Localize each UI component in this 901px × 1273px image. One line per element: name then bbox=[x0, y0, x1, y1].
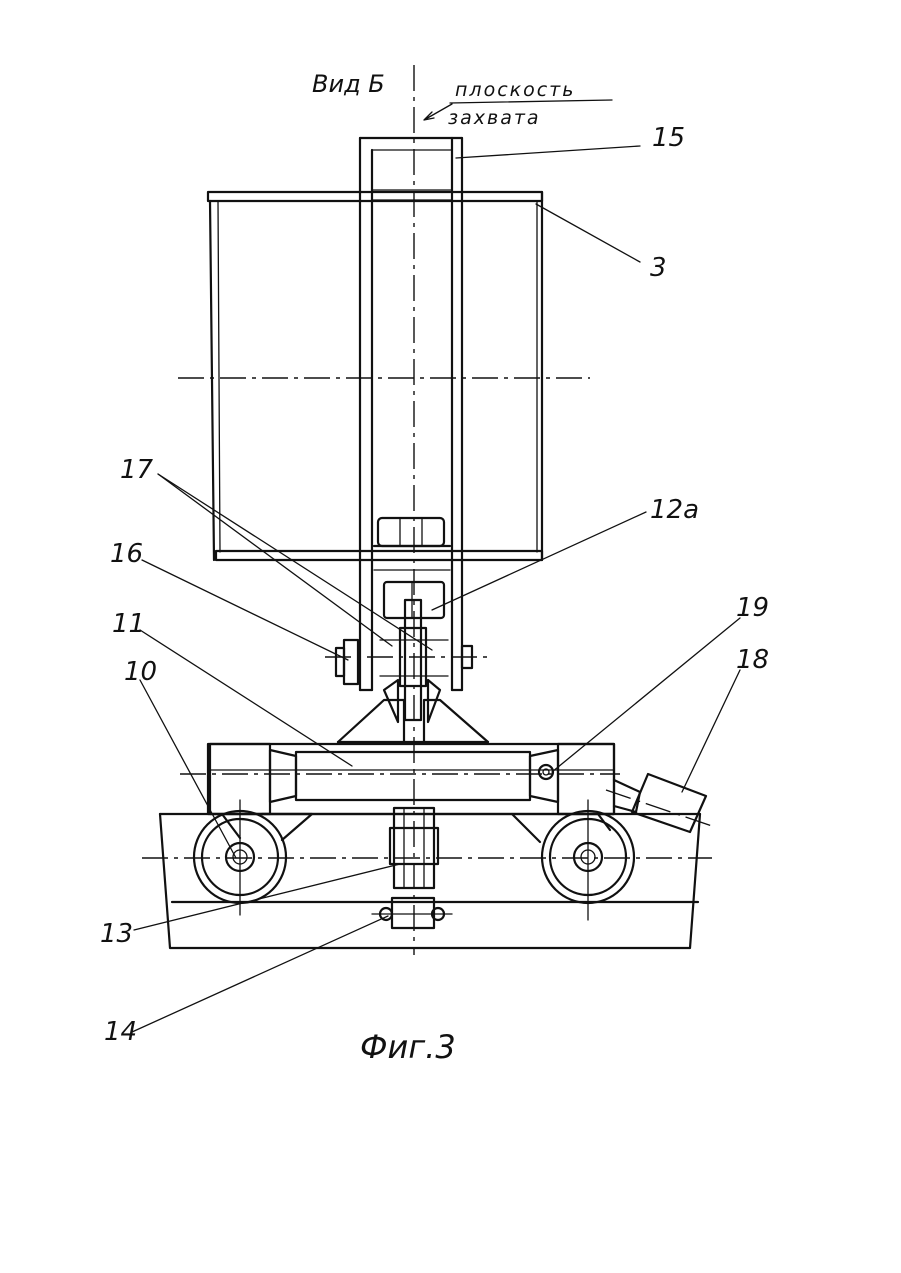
label-19: 19 bbox=[736, 593, 769, 623]
left-wheel bbox=[194, 800, 312, 915]
figure-caption: Фиг.3 bbox=[360, 1028, 456, 1066]
label-15: 15 bbox=[652, 123, 685, 153]
label-16: 16 bbox=[110, 539, 143, 569]
label-12a: 12а bbox=[650, 495, 699, 525]
view-title: Вид Б bbox=[312, 70, 385, 98]
plane-label-line1: плоскость bbox=[455, 79, 575, 101]
label-10: 10 bbox=[124, 657, 157, 687]
label-17: 17 bbox=[120, 455, 154, 485]
label-3: 3 bbox=[650, 253, 667, 283]
clamp-jaws bbox=[374, 518, 450, 618]
label-18: 18 bbox=[736, 645, 769, 675]
label-13: 13 bbox=[100, 919, 133, 949]
pipe bbox=[178, 192, 590, 560]
label-11: 11 bbox=[112, 609, 145, 639]
carriage bbox=[180, 744, 620, 814]
plane-label-line2: захвата bbox=[448, 107, 541, 129]
gripper-frame bbox=[360, 138, 462, 690]
drive-unit bbox=[606, 774, 712, 832]
label-14: 14 bbox=[104, 1017, 137, 1047]
